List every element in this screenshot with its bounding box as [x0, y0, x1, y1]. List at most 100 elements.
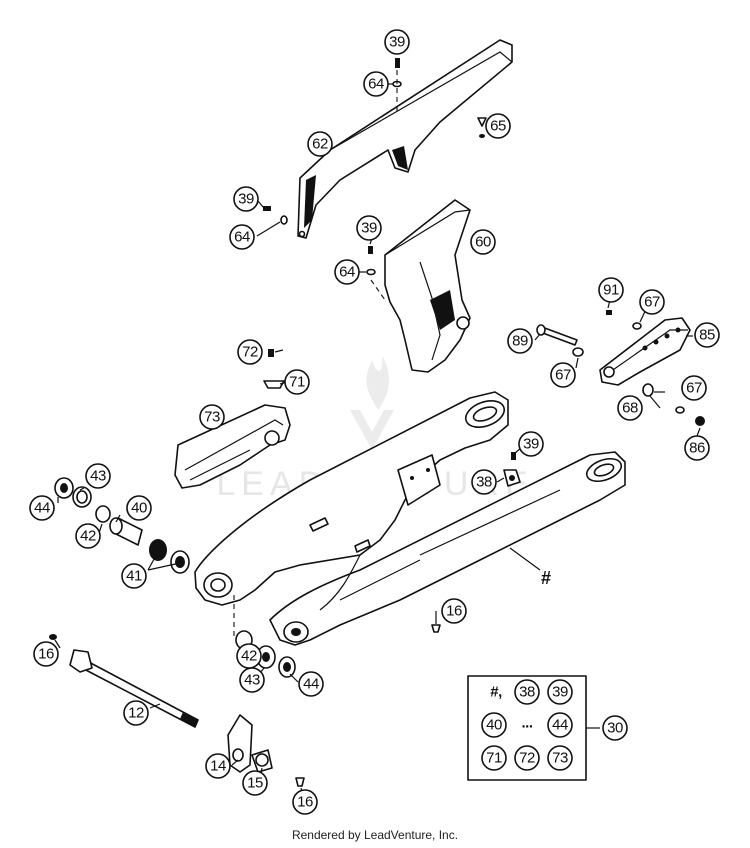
callout-circle	[121, 563, 147, 589]
callout-circle	[242, 770, 268, 796]
kit-item: 73	[547, 745, 573, 771]
callout-44: 44	[29, 495, 55, 521]
callout-number: 39	[238, 191, 254, 208]
bolt-top	[392, 58, 402, 115]
svg-text:73: 73	[552, 750, 568, 767]
callout-number: 14	[210, 758, 226, 775]
callout-number: 91	[603, 282, 619, 299]
callout-number: 67	[555, 367, 571, 384]
callout-number: 43	[90, 468, 106, 485]
callout-circle	[470, 229, 496, 255]
callout-circle	[684, 435, 710, 461]
callout-39: 39	[356, 215, 382, 241]
callout-91: 91	[598, 277, 624, 303]
callout-circle	[199, 404, 225, 430]
callout-number: 86	[689, 440, 705, 457]
callout-16: 16	[292, 789, 318, 815]
callout-circle	[471, 469, 497, 495]
callout-number: 67	[644, 294, 660, 311]
kit-item: 38	[514, 679, 540, 705]
callout-number: 38	[476, 474, 492, 491]
callout-42: 42	[75, 523, 101, 549]
callout-circle	[33, 641, 59, 667]
callout-67: 67	[550, 362, 576, 388]
callout-64: 64	[229, 224, 255, 250]
callout-number: 64	[368, 76, 384, 93]
axle-plate	[227, 714, 305, 787]
svg-text:38: 38	[519, 684, 535, 701]
callout-40: 40	[126, 495, 152, 521]
callout-43: 43	[85, 463, 111, 489]
callout-number: 73	[204, 409, 220, 426]
callout-circle	[75, 523, 101, 549]
callout-circle	[239, 667, 265, 693]
kit-box: #, 38 39 40 ... 44 71 72 73	[467, 675, 587, 781]
swingarm-hash-label: #	[541, 568, 551, 588]
kit-item: 44	[547, 712, 573, 738]
swingarm	[194, 391, 626, 646]
callout-number: 64	[234, 229, 250, 246]
callout-64: 64	[363, 71, 389, 97]
callout-number: 16	[446, 603, 462, 620]
callout-circle	[694, 322, 720, 348]
callout-number: 16	[297, 794, 313, 811]
callout-circle	[85, 463, 111, 489]
callout-number: 44	[34, 500, 50, 517]
callout-67: 67	[639, 289, 665, 315]
svg-text:71: 71	[486, 750, 502, 767]
callout-number: 43	[244, 672, 260, 689]
callout-circle	[384, 29, 410, 55]
kit-ellipsis: ...	[521, 715, 533, 732]
chain-slider	[536, 310, 705, 426]
callout-number: 42	[241, 648, 257, 665]
svg-text:44: 44	[552, 717, 568, 734]
callout-number: 68	[622, 400, 638, 417]
svg-text:72: 72	[519, 750, 535, 767]
callout-circle	[639, 289, 665, 315]
callout-number: 42	[80, 528, 96, 545]
kit-hash-label: #,	[490, 684, 502, 701]
callout-circle	[284, 369, 310, 395]
callout-circle	[507, 328, 533, 354]
callout-circle	[126, 495, 152, 521]
callout-number: 12	[128, 705, 144, 722]
kit-item: 72	[514, 745, 540, 771]
callout-64: 64	[334, 259, 360, 285]
callout-44: 44	[298, 671, 324, 697]
callout-number: 89	[512, 333, 528, 350]
callout-circle	[229, 224, 255, 250]
kit-item: 39	[547, 679, 573, 705]
callout-73: 73	[199, 404, 225, 430]
callout-number: 44	[303, 676, 319, 693]
callout-number: 16	[38, 646, 54, 663]
callout-number: 60	[475, 234, 491, 251]
callout-number: 39	[389, 34, 405, 51]
callout-circle	[233, 186, 259, 212]
callout-62: 62	[307, 131, 333, 157]
footer-credit: Rendered by LeadVenture, Inc.	[291, 828, 459, 842]
callout-68: 68	[617, 395, 643, 421]
callout-circle	[205, 753, 231, 779]
callout-circle	[123, 700, 149, 726]
svg-text:39: 39	[552, 684, 568, 701]
callout-number: 62	[312, 136, 328, 153]
callout-14: 14	[205, 753, 231, 779]
callout-number: 85	[699, 327, 715, 344]
callout-circle	[485, 113, 511, 139]
callout-38: 38	[471, 469, 497, 495]
chain-guard-lower	[366, 199, 471, 373]
callout-circle	[441, 598, 467, 624]
callout-circle	[602, 715, 628, 741]
callout-circle	[237, 339, 263, 365]
callout-39: 39	[384, 29, 410, 55]
callout-41: 41	[121, 563, 147, 589]
callout-circle	[550, 362, 576, 388]
callout-number: 39	[361, 220, 377, 237]
callout-circle	[363, 71, 389, 97]
callout-number: 41	[126, 568, 142, 585]
pivot-parts-left	[54, 477, 190, 574]
callout-circle	[292, 789, 318, 815]
svg-text:40: 40	[486, 717, 502, 734]
